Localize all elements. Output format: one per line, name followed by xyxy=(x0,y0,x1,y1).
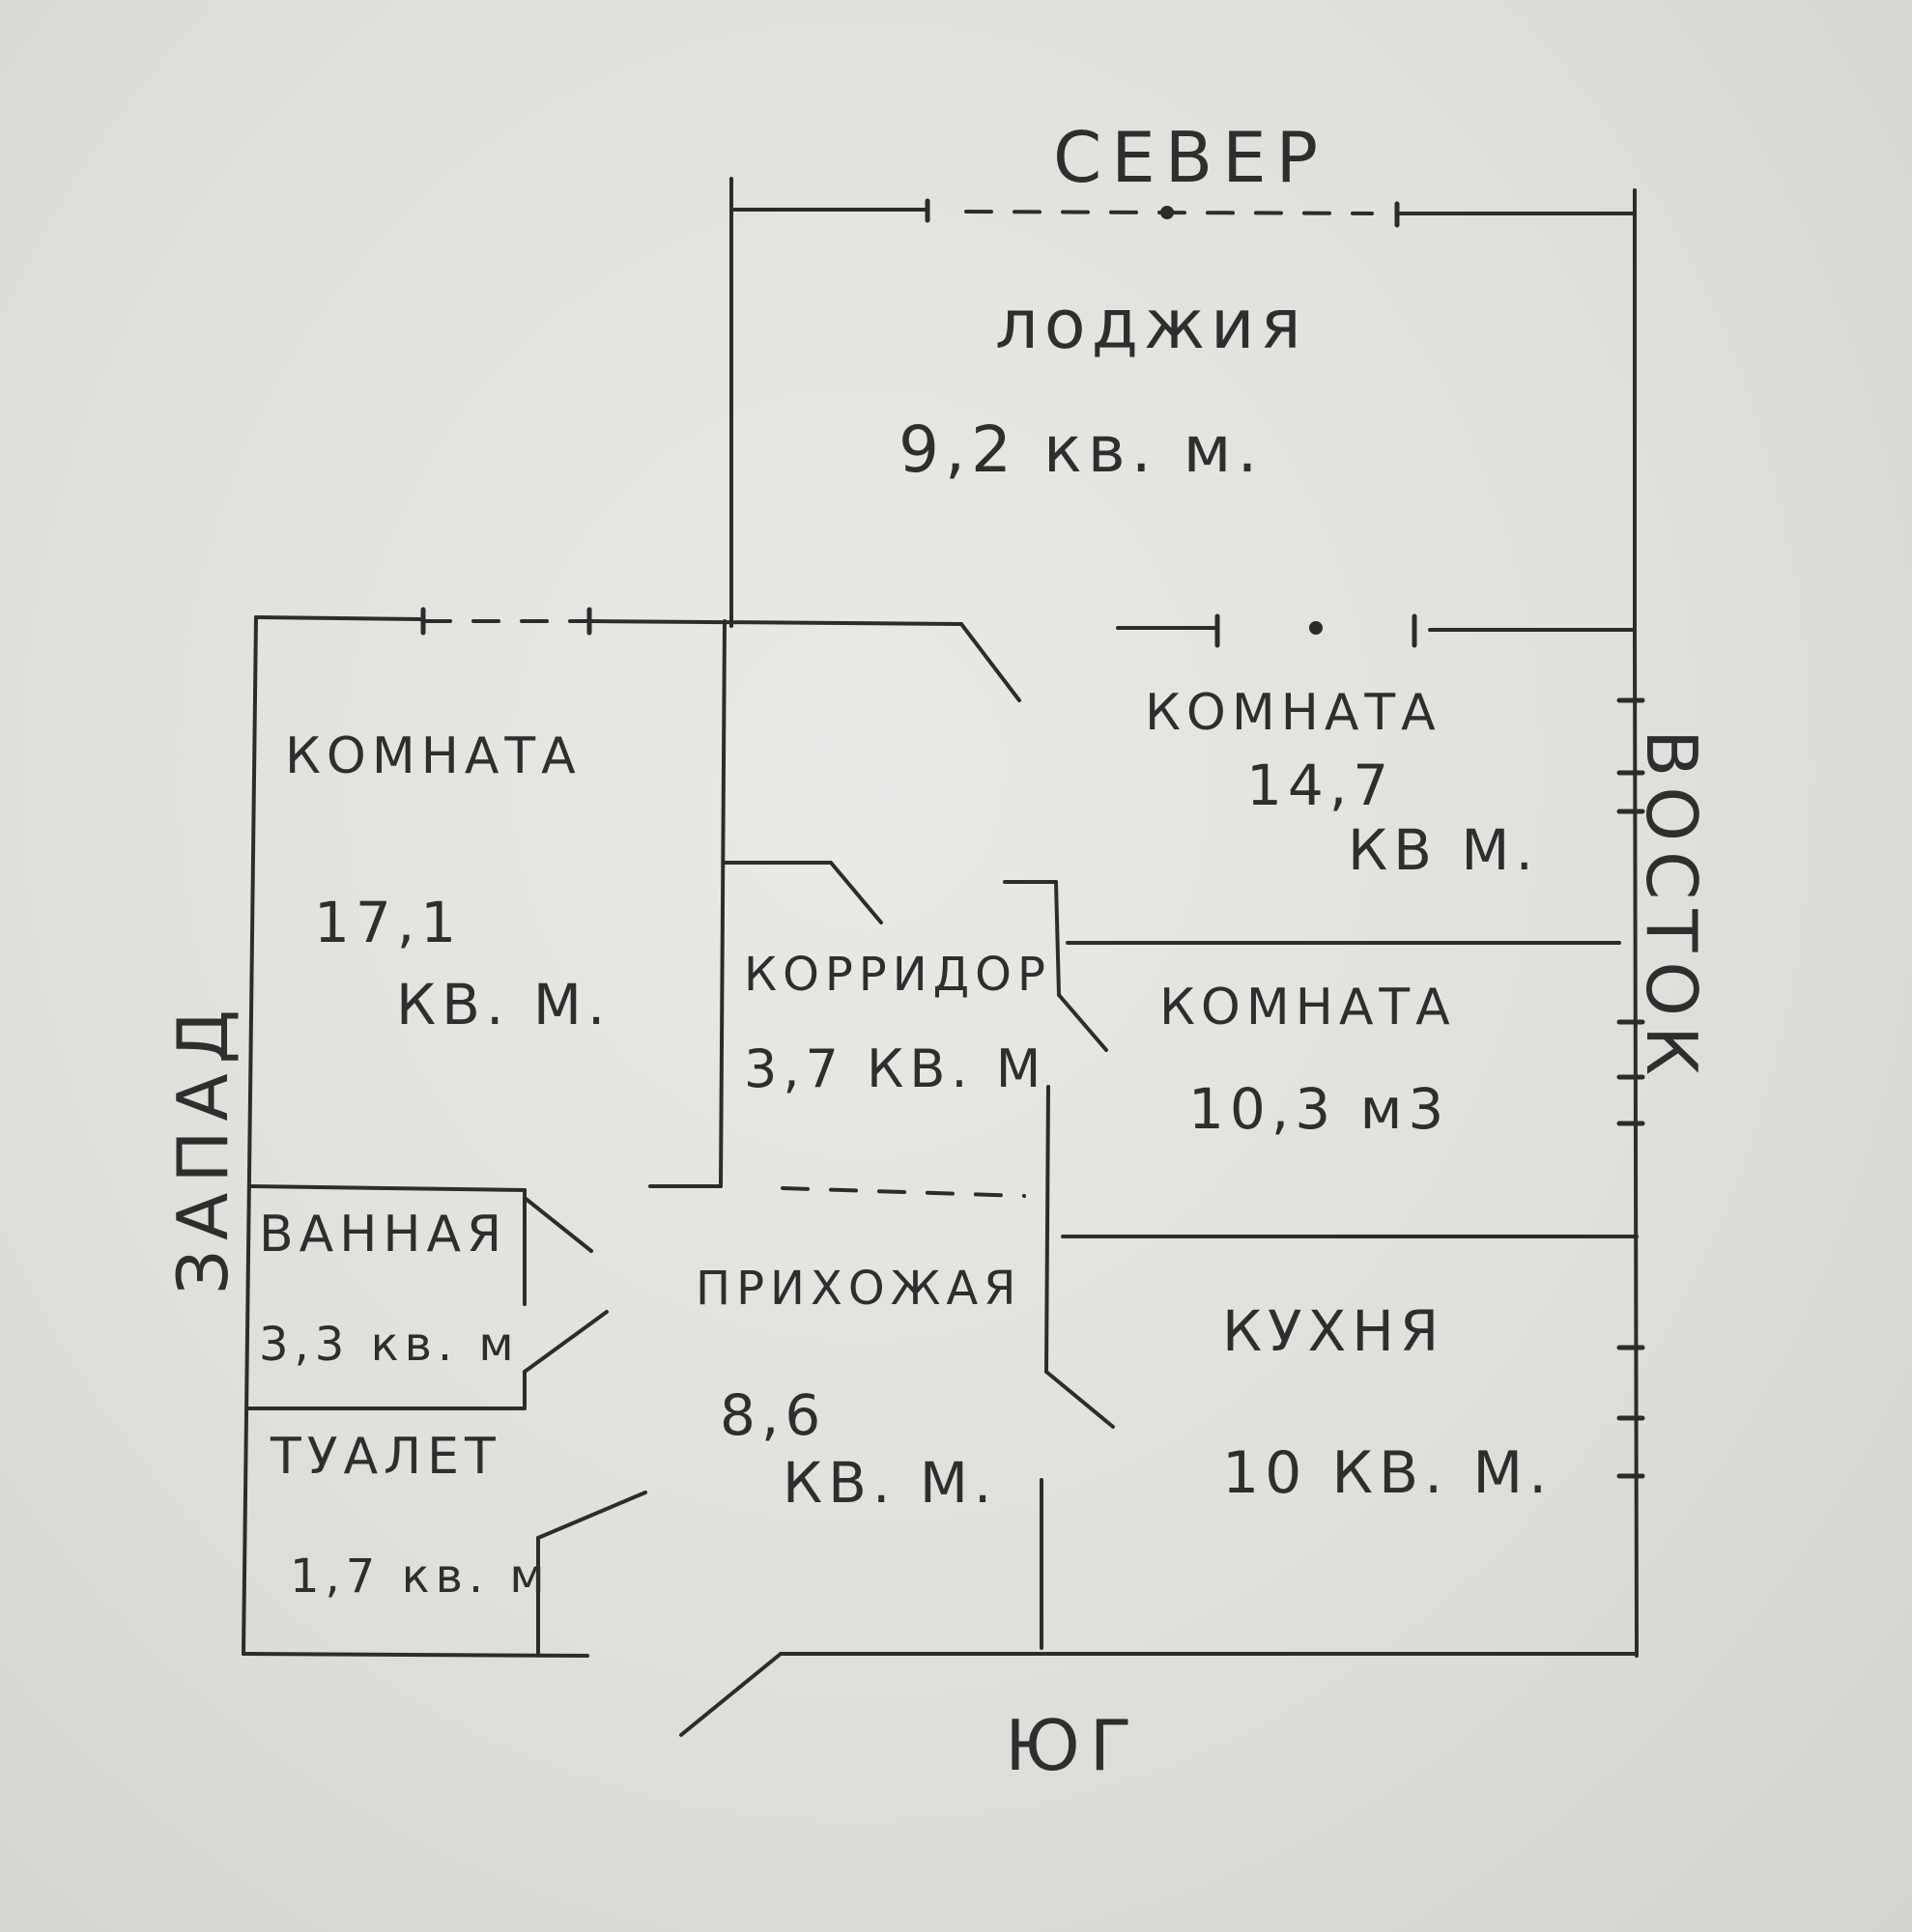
kitchen-door-leaf xyxy=(1044,1370,1115,1429)
compass-east: ВОСТОК xyxy=(1631,729,1712,1085)
mid-room-door-leaf xyxy=(1057,993,1108,1052)
toilet-name: ТУАЛЕТ xyxy=(270,1428,501,1486)
north-wall-west-part xyxy=(254,615,422,621)
corridor-door-leaf xyxy=(829,861,883,924)
compass-west: ЗАПАД xyxy=(162,1000,243,1294)
toilet-door-leaf xyxy=(536,1491,647,1540)
loggia-area: 9,2 кв. м. xyxy=(899,412,1263,487)
hallway-area-value: 8,6 xyxy=(720,1382,826,1448)
north-wall-mid-part xyxy=(587,619,963,626)
west-room-east-partition xyxy=(719,619,727,1188)
west-room-area-value: 17,1 xyxy=(314,890,462,955)
hallway-opening-dashed xyxy=(781,1186,1026,1198)
bathroom-area: 3,3 кв. м xyxy=(259,1318,520,1372)
ne-room-name: КОМНАТА xyxy=(1145,684,1441,742)
loggia-name: лоджия xyxy=(995,285,1307,364)
east-wall xyxy=(1633,629,1639,1658)
mid-room-name: КОМНАТА xyxy=(1159,979,1456,1037)
loggia-door-leaf xyxy=(959,622,1021,702)
bathroom-name: ВАННАЯ xyxy=(259,1206,507,1264)
south-wall-west-part xyxy=(242,1652,589,1658)
west-room-name: КОМНАТА xyxy=(285,727,582,785)
entrance-door-leaf xyxy=(679,1652,783,1737)
hallway-east-partition xyxy=(1044,1085,1050,1374)
ne-room-area-value: 14,7 xyxy=(1246,753,1394,818)
window-mark xyxy=(1309,621,1323,635)
west-wall xyxy=(242,615,258,1656)
bathroom-door-upper-leaf xyxy=(523,1196,593,1253)
kitchen-area: 10 КВ. М. xyxy=(1222,1439,1553,1507)
corridor-name: КОРРИДОР xyxy=(744,948,1051,1002)
corridor-east-partition-upper xyxy=(1054,880,1061,997)
window-mark xyxy=(1160,206,1174,219)
toilet-area: 1,7 кв. м xyxy=(290,1549,551,1604)
ne-room-area-unit: КВ М. xyxy=(1348,817,1539,883)
corridor-area: 3,7 КВ. М xyxy=(744,1038,1046,1099)
compass-north: СЕВЕР xyxy=(1053,117,1327,198)
bathroom-north-partition xyxy=(249,1184,527,1192)
kitchen-name: КУХНЯ xyxy=(1222,1298,1444,1364)
hallway-area-unit: КВ. М. xyxy=(783,1450,997,1516)
hallway-name: ПРИХОЖАЯ xyxy=(696,1262,1022,1316)
mid-room-area: 10,3 м3 xyxy=(1188,1076,1449,1142)
west-room-area-unit: КВ. М. xyxy=(396,972,611,1037)
bathroom-door-lower-leaf xyxy=(523,1310,609,1374)
compass-south: ЮГ xyxy=(1005,1705,1142,1786)
